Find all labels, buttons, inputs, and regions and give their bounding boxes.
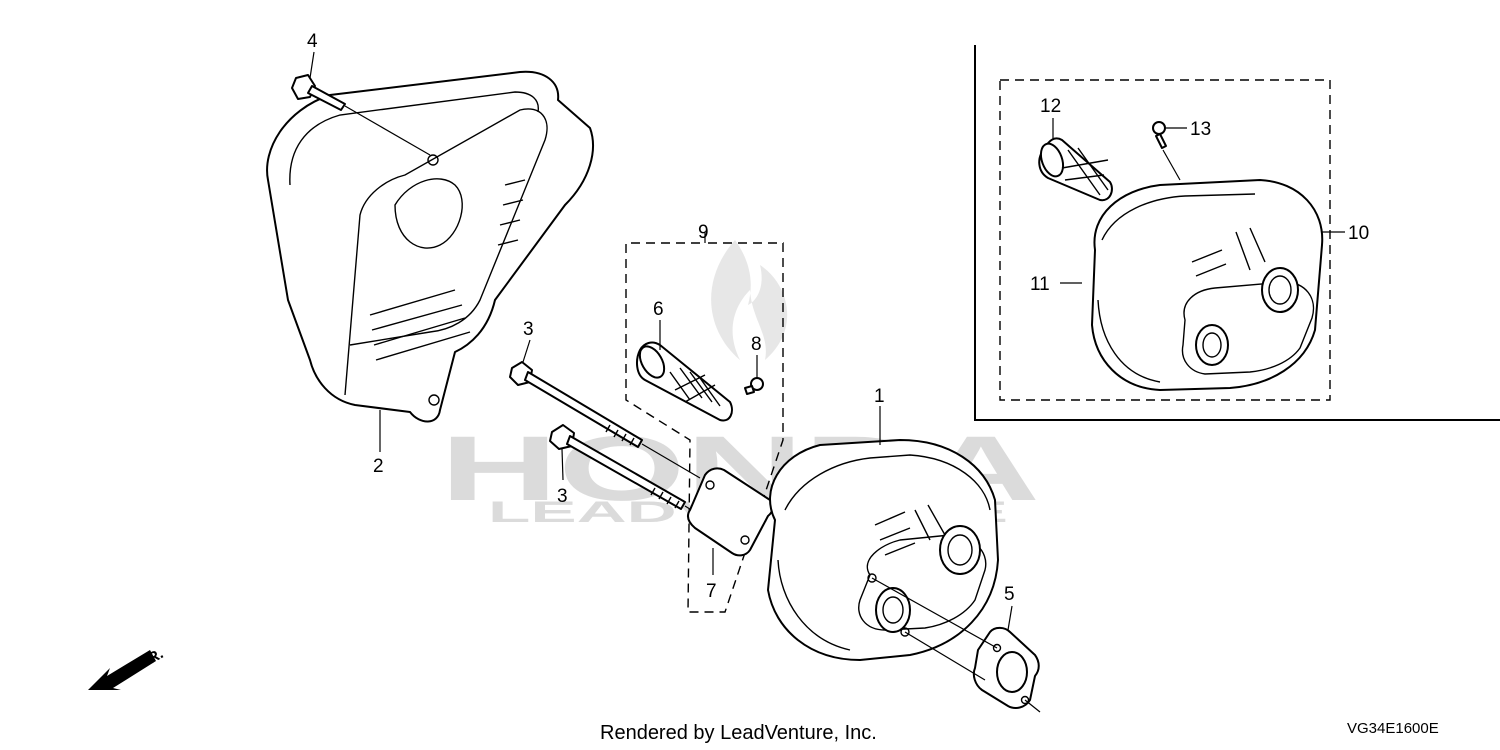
- muffler-part-1: [767, 439, 999, 661]
- screw-part-13: [1152, 121, 1187, 149]
- flange-bolt-part-4: [291, 74, 431, 156]
- long-bolt-part-3-upper: [509, 361, 701, 479]
- flange-gasket-part-5: [871, 577, 1041, 713]
- callout-9: 9: [698, 222, 709, 243]
- diagram-code: VG34E1600E: [1347, 720, 1439, 737]
- callout-4: 4: [307, 31, 318, 52]
- callout-12: 12: [1040, 96, 1061, 117]
- muffler-part-10: [1091, 179, 1345, 391]
- front-arrow-icon: [88, 650, 156, 690]
- front-direction-indicator: FR.: [88, 645, 166, 690]
- callout-1: 1: [874, 386, 885, 407]
- leader-13-screw: [1162, 149, 1181, 181]
- spark-arrester-part-12: [1038, 137, 1113, 202]
- callout-2: 2: [373, 456, 384, 477]
- screw-part-8: [744, 377, 764, 395]
- callout-13: 13: [1190, 119, 1211, 140]
- callout-5: 5: [1004, 584, 1015, 605]
- leader-lines: [309, 51, 1013, 631]
- inset-frame: [974, 45, 1500, 421]
- callout-7: 7: [706, 581, 717, 602]
- spark-arrester-part-6: [636, 341, 733, 422]
- callout-6: 6: [653, 299, 664, 320]
- render-credit: Rendered by LeadVenture, Inc.: [600, 722, 877, 744]
- callout-10: 10: [1348, 223, 1369, 244]
- callout-3-lower: 3: [557, 486, 568, 507]
- callout-11: 11: [1030, 274, 1050, 295]
- watermark-flame-icon: [711, 240, 788, 360]
- kit-bracket-9: [625, 242, 784, 613]
- exhaust-gasket-part-7: [686, 467, 774, 557]
- callout-3-upper: 3: [523, 319, 534, 340]
- callout-8: 8: [751, 334, 762, 355]
- muffler-protector-part: [266, 70, 594, 423]
